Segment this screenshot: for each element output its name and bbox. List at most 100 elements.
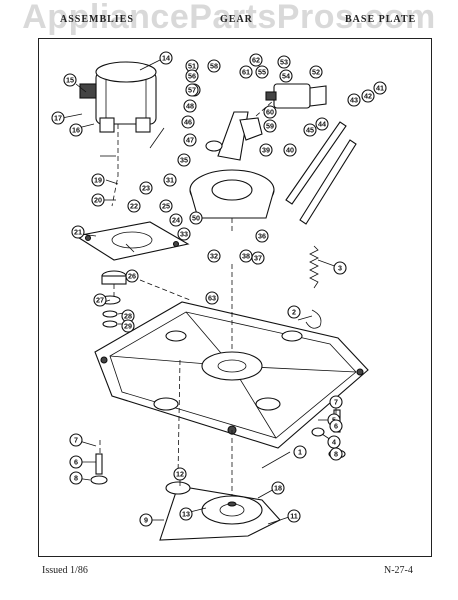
callout-2: 2 bbox=[287, 305, 301, 319]
spring-hook bbox=[305, 309, 322, 329]
callout-27: 27 bbox=[93, 293, 107, 307]
callout-41: 41 bbox=[373, 81, 387, 95]
svg-text:3: 3 bbox=[338, 264, 342, 273]
callout-58: 58 bbox=[207, 59, 221, 73]
diagram-frame bbox=[38, 38, 432, 557]
svg-text:32: 32 bbox=[210, 252, 218, 261]
callout-23: 23 bbox=[139, 181, 153, 195]
svg-text:17: 17 bbox=[54, 114, 62, 123]
callout-50: 50 bbox=[189, 211, 203, 225]
drive-motor bbox=[79, 61, 157, 133]
base-plate bbox=[94, 301, 369, 449]
callout-12: 12 bbox=[173, 467, 187, 481]
assembly-guide-lines bbox=[99, 99, 275, 496]
svg-text:38: 38 bbox=[242, 252, 250, 261]
svg-text:1: 1 bbox=[298, 448, 302, 457]
callout-33: 33 bbox=[177, 227, 191, 241]
callout-44: 44 bbox=[315, 117, 329, 131]
callout-20: 20 bbox=[91, 193, 105, 207]
svg-text:26: 26 bbox=[128, 272, 136, 281]
svg-text:16: 16 bbox=[72, 126, 80, 135]
callout-29: 29 bbox=[121, 319, 135, 333]
svg-text:45: 45 bbox=[306, 126, 314, 135]
svg-text:50: 50 bbox=[192, 214, 200, 223]
svg-text:48: 48 bbox=[186, 102, 194, 111]
svg-text:40: 40 bbox=[286, 146, 294, 155]
svg-text:42: 42 bbox=[364, 92, 372, 101]
header-right: BASE PLATE bbox=[345, 14, 417, 25]
callout-52: 52 bbox=[309, 65, 323, 79]
callout-26: 26 bbox=[125, 269, 139, 283]
callout-11: 11 bbox=[287, 509, 301, 523]
callout-46: 46 bbox=[181, 115, 195, 129]
callout-25: 25 bbox=[159, 199, 173, 213]
svg-text:46: 46 bbox=[184, 118, 192, 127]
callout-60: 60 bbox=[263, 105, 277, 119]
svg-text:18: 18 bbox=[274, 484, 282, 493]
callout-40: 40 bbox=[283, 143, 297, 157]
callout-9: 9 bbox=[139, 513, 153, 527]
callout-36: 36 bbox=[255, 229, 269, 243]
callout-8: 8 bbox=[329, 447, 343, 461]
svg-text:62: 62 bbox=[252, 56, 260, 65]
drive-belt bbox=[159, 481, 281, 541]
svg-text:15: 15 bbox=[66, 76, 74, 85]
pump-assembly bbox=[265, 83, 327, 109]
svg-text:8: 8 bbox=[334, 450, 338, 459]
svg-text:24: 24 bbox=[172, 216, 180, 225]
callout-31: 31 bbox=[163, 173, 177, 187]
svg-text:27: 27 bbox=[96, 296, 104, 305]
svg-text:13: 13 bbox=[182, 510, 190, 519]
svg-text:4: 4 bbox=[332, 438, 336, 447]
callout-35: 35 bbox=[177, 153, 191, 167]
svg-text:33: 33 bbox=[180, 230, 188, 239]
callout-37: 37 bbox=[251, 251, 265, 265]
svg-text:39: 39 bbox=[262, 146, 270, 155]
svg-text:6: 6 bbox=[334, 422, 338, 431]
callout-38: 38 bbox=[239, 249, 253, 263]
svg-text:47: 47 bbox=[186, 136, 194, 145]
svg-text:52: 52 bbox=[312, 68, 320, 77]
callout-7: 7 bbox=[329, 395, 343, 409]
callout-6: 6 bbox=[329, 419, 343, 433]
callout-45: 45 bbox=[303, 123, 317, 137]
svg-text:63: 63 bbox=[208, 294, 216, 303]
svg-text:37: 37 bbox=[254, 254, 262, 263]
svg-text:2: 2 bbox=[292, 308, 296, 317]
svg-text:14: 14 bbox=[162, 54, 170, 63]
callout-18: 18 bbox=[271, 481, 285, 495]
header-center: GEAR bbox=[220, 14, 253, 25]
callout-19: 19 bbox=[91, 173, 105, 187]
header-left: ASSEMBLIES bbox=[60, 14, 134, 25]
callout-54: 54 bbox=[279, 69, 293, 83]
callout-47: 47 bbox=[183, 133, 197, 147]
svg-text:8: 8 bbox=[74, 474, 78, 483]
svg-text:59: 59 bbox=[266, 122, 274, 131]
svg-text:54: 54 bbox=[282, 72, 290, 81]
callout-62: 62 bbox=[249, 53, 263, 67]
support-plate bbox=[74, 221, 190, 261]
callout-15: 15 bbox=[63, 73, 77, 87]
svg-text:43: 43 bbox=[350, 96, 358, 105]
svg-text:28: 28 bbox=[124, 312, 132, 321]
callout-42: 42 bbox=[361, 89, 375, 103]
svg-text:9: 9 bbox=[144, 516, 148, 525]
callout-17: 17 bbox=[51, 111, 65, 125]
mount-brackets bbox=[285, 121, 357, 225]
svg-text:36: 36 bbox=[258, 232, 266, 241]
callout-labels: 1234566778891112131415161718192021222324… bbox=[51, 51, 387, 527]
svg-text:25: 25 bbox=[162, 202, 170, 211]
spring bbox=[309, 245, 319, 289]
callout-43: 43 bbox=[347, 93, 361, 107]
svg-text:7: 7 bbox=[334, 398, 338, 407]
callout-32: 32 bbox=[207, 249, 221, 263]
callout-8: 8 bbox=[69, 471, 83, 485]
svg-text:7: 7 bbox=[74, 436, 78, 445]
callout-4: 4 bbox=[327, 435, 341, 449]
callout-53: 53 bbox=[277, 55, 291, 69]
svg-text:12: 12 bbox=[176, 470, 184, 479]
callout-48: 48 bbox=[183, 99, 197, 113]
svg-text:55: 55 bbox=[258, 68, 266, 77]
svg-text:58: 58 bbox=[210, 62, 218, 71]
